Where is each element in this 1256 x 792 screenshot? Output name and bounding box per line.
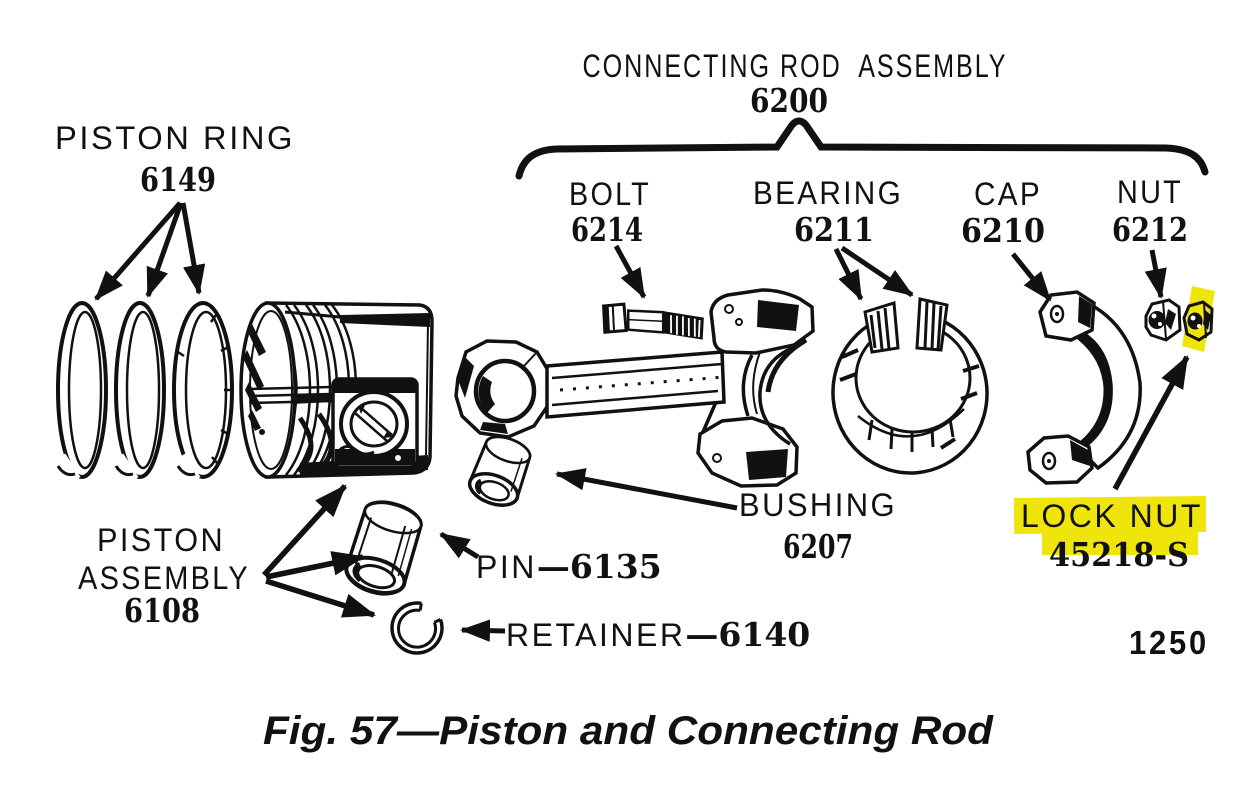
lock-nut-drawing [1182,300,1214,342]
arrow-assembly-to-retainer [265,578,377,618]
piston-crown [239,301,297,479]
pin-boss-window [331,377,419,469]
arrow-piston-ring-3 [180,202,206,295]
bearing-label: BEARING [753,175,903,211]
arrow-bearing-left [833,247,864,301]
cap-drawing [1026,290,1142,485]
pin-label: PIN—6135 [476,547,662,586]
page-number: 1250 [1129,624,1209,661]
bearing-shell-end-left [863,301,900,354]
cap-bottom-boss [1026,434,1094,485]
arrow-assembly-to-piston [261,484,348,577]
retainer-label: RETAINER—6140 [506,615,810,654]
nut-drawing [1144,298,1182,342]
arrow-cap-label [1011,252,1052,302]
labels: CONNECTING ROD ASSEMBLY 6200 PISTON RING… [55,48,1209,753]
arrow-lock-nut-label [1112,355,1190,491]
bearing-band-stripes [839,348,980,450]
assembly-part-number: 6200 [750,81,828,120]
bearing-shells-drawing [831,296,989,475]
nut-part-number: 6212 [1112,210,1188,249]
nut-label: NUT [1117,174,1183,210]
piston-ring-1-drawing [53,301,108,485]
arrow-piston-ring-1 [94,201,182,301]
bushing-label: BUSHING [739,487,897,523]
bushing-part-number: 6207 [783,527,853,566]
bearing-shell-end-right [915,297,949,352]
cap-top-boss [1038,290,1096,342]
piston-assembly-label-line1: PISTON [97,522,225,558]
bolt-part-number: 6214 [571,210,643,249]
arrow-bushing-label [555,468,738,511]
bolt-drawing [602,302,704,340]
arrow-piston-ring-2 [145,202,184,298]
arrow-bearing-right [840,245,914,298]
retainer-clip-drawing [390,601,444,655]
piston-ring-3-drawing [172,301,234,485]
connecting-rod-drawing [454,288,815,488]
highlight-lock-nut-label [1013,495,1207,535]
oil-ring-slots [177,314,231,464]
figure-caption: Fig. 57—Piston and Connecting Rod [263,709,995,753]
highlight-lock-nut-number [1042,530,1198,555]
piston-drawing [239,301,434,479]
thread-lines [670,315,701,338]
assembly-title: CONNECTING ROD ASSEMBLY [583,48,1008,84]
rod-shaft [545,350,726,419]
piston-assembly-label-line2: ASSEMBLY [78,560,250,596]
assembly-brace [515,117,1209,180]
arrow-nut-label [1144,249,1167,299]
arrow-retainer-label [460,619,506,642]
callout-arrows [94,201,1190,642]
cap-part-number: 6210 [961,211,1045,250]
piston-ring-part-number: 6149 [140,160,216,199]
bolt-label: BOLT [569,176,651,212]
piston-pin-drawing [344,500,423,596]
arrow-bolt-label [613,244,647,299]
bearing-part-number: 6211 [794,210,874,249]
arrow-pin-label [439,531,480,560]
piston-assembly-part-number: 6108 [124,591,200,630]
arrow-assembly-to-pin [265,551,366,580]
cap-label: CAP [974,176,1042,212]
piston-ring-label: PISTON RING [55,120,295,156]
piston-ring-2-drawing [111,301,166,485]
lock-nut-part-number: 45218-S [1049,535,1189,574]
bearing-inner-stripes [867,418,955,452]
bushing-drawing [467,435,532,507]
lock-nut-label: LOCK NUT [1021,498,1203,534]
